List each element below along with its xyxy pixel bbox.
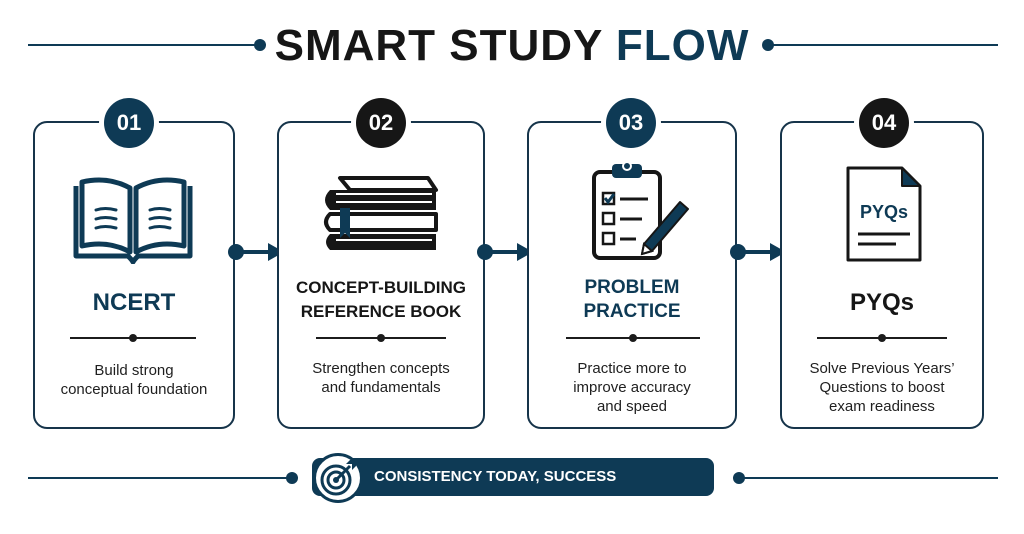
title-dot-right bbox=[762, 39, 774, 51]
step-description-3: Practice more to improve accuracy and sp… bbox=[534, 359, 730, 416]
step-description-2-line-1: Strengthen concepts bbox=[312, 360, 450, 377]
footer-dot-left bbox=[286, 472, 298, 484]
step-number-badge-3: 03 bbox=[606, 98, 656, 148]
pyqs-icon-label: PYQs bbox=[859, 202, 909, 222]
step-title-3-line-2: PRACTICE bbox=[583, 301, 681, 322]
step-description-2: Strengthen concepts and fundamentals bbox=[284, 359, 478, 397]
step-divider-dot-4 bbox=[878, 334, 886, 342]
step-title-2-line-2: REFERENCE BOOK bbox=[300, 302, 462, 321]
step-title-1-line-1: NCERT bbox=[92, 289, 176, 316]
step-divider-dot-1 bbox=[129, 334, 137, 342]
step-description-1-line-2: conceptual foundation bbox=[60, 381, 208, 398]
step-description-4-line-2: Questions to boost bbox=[819, 379, 945, 396]
step-title-3-line-1: PROBLEM bbox=[584, 277, 680, 298]
step-title-4: PYQs bbox=[787, 288, 977, 318]
step-title-4-line-1: PYQs bbox=[849, 289, 915, 316]
target-badge bbox=[313, 453, 363, 503]
motto-banner: CONSISTENCY TODAY, SUCCESS TOMORROW! bbox=[312, 458, 714, 523]
footer-line-left bbox=[28, 477, 292, 479]
step-number-badge-2: 02 bbox=[356, 98, 406, 148]
flow-arrow-1-icon bbox=[228, 243, 284, 261]
step-description-4: Solve Previous Years’ Questions to boost… bbox=[787, 359, 977, 416]
step-description-4-line-1: Solve Previous Years’ bbox=[809, 360, 955, 377]
step-description-1-line-1: Build strong bbox=[94, 362, 174, 379]
step-description-1: Build strong conceptual foundation bbox=[40, 361, 228, 399]
step-number-badge-1: 01 bbox=[104, 98, 154, 148]
step-description-4-line-3: exam readiness bbox=[829, 398, 935, 415]
motto-text: CONSISTENCY TODAY, SUCCESS TOMORROW! bbox=[374, 468, 617, 523]
step-description-3-line-3: and speed bbox=[596, 398, 668, 415]
target-icon bbox=[320, 460, 356, 496]
step-divider-dot-2 bbox=[377, 334, 385, 342]
step-card-2 bbox=[277, 121, 485, 429]
step-divider-dot-3 bbox=[629, 334, 637, 342]
pyqs-document-icon: PYQs bbox=[844, 164, 924, 264]
step-description-3-line-2: improve accuracy bbox=[573, 379, 691, 396]
step-title-2: CONCEPT-BUILDING REFERENCE BOOK bbox=[284, 276, 478, 324]
flow-arrow-2-icon bbox=[477, 243, 533, 261]
step-description-3-line-1: Practice more to bbox=[577, 360, 687, 377]
flow-arrow-3-icon bbox=[730, 243, 786, 261]
checklist-clipboard-icon bbox=[592, 161, 689, 260]
title-part-2: FLOW bbox=[615, 21, 750, 70]
step-card-1 bbox=[33, 121, 235, 429]
title-line-left bbox=[28, 44, 260, 46]
step-title-1: NCERT bbox=[40, 288, 228, 318]
step-card-3 bbox=[527, 121, 737, 429]
footer-dot-right bbox=[733, 472, 745, 484]
step-card-4 bbox=[780, 121, 984, 429]
page-title: SMART STUDY FLOW bbox=[0, 18, 1024, 74]
title-line-right bbox=[770, 44, 998, 46]
open-book-icon bbox=[73, 177, 193, 264]
step-title-3: PROBLEM PRACTICE bbox=[534, 276, 730, 324]
step-number-badge-4: 04 bbox=[859, 98, 909, 148]
title-part-1: SMART STUDY bbox=[274, 21, 603, 70]
step-description-2-line-2: and fundamentals bbox=[321, 379, 441, 396]
step-title-2-line-1: CONCEPT-BUILDING bbox=[296, 278, 466, 297]
title-dot-left bbox=[254, 39, 266, 51]
footer-line-right bbox=[740, 477, 998, 479]
book-stack-icon bbox=[324, 176, 438, 250]
